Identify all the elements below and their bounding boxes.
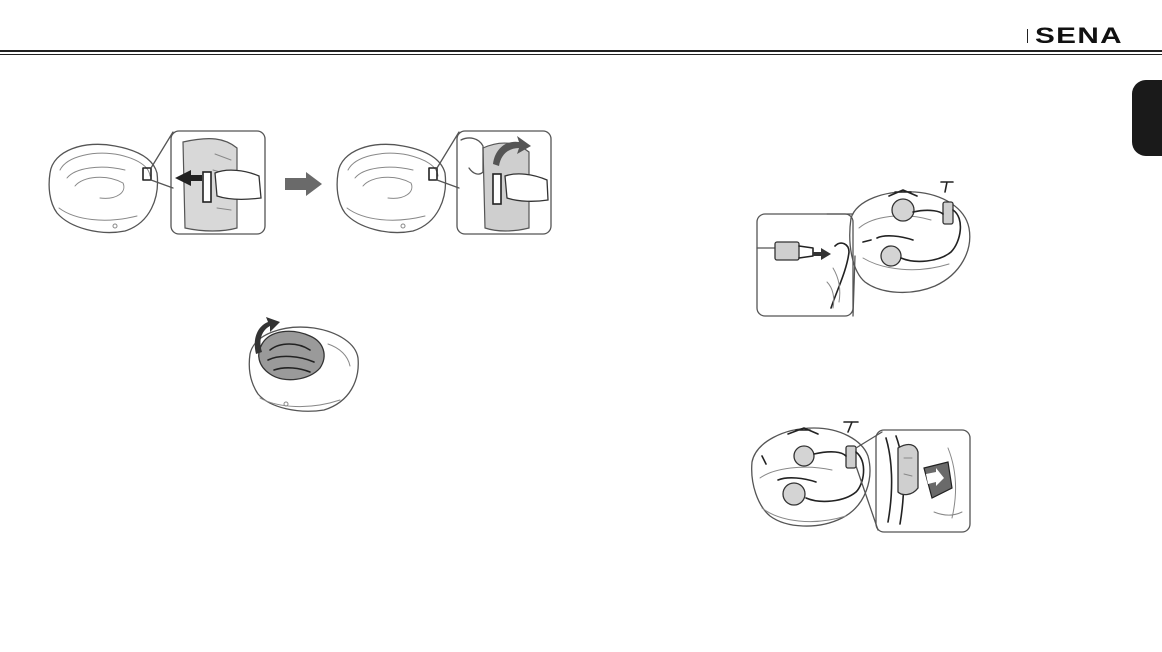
- header-rule-thin: [0, 54, 1162, 55]
- helmet-icon: [850, 182, 970, 292]
- helmet-connector-plug: [755, 178, 975, 320]
- clamp-closeup-icon: [876, 430, 970, 532]
- brand-logo: SENA: [1035, 25, 1123, 47]
- tab-closeup-icon: [457, 131, 551, 234]
- helmet-liner-removal: [244, 314, 362, 414]
- header-rule: [0, 50, 1162, 52]
- helmet-pad-lift-step: [333, 128, 555, 236]
- step-arrow: [284, 172, 324, 196]
- helmet-icon: [752, 422, 870, 526]
- tab-closeup-icon: [171, 131, 265, 234]
- connector-closeup-icon: [757, 214, 853, 316]
- logo-separator: [1027, 29, 1028, 43]
- helmet-icon: [49, 144, 157, 232]
- helmet-clamp-attach: [748, 418, 972, 534]
- helmet-icon: [337, 144, 445, 232]
- arrow-right-icon: [285, 172, 322, 196]
- section-tab[interactable]: [1132, 80, 1162, 156]
- helmet-pad-release-step: [45, 128, 267, 236]
